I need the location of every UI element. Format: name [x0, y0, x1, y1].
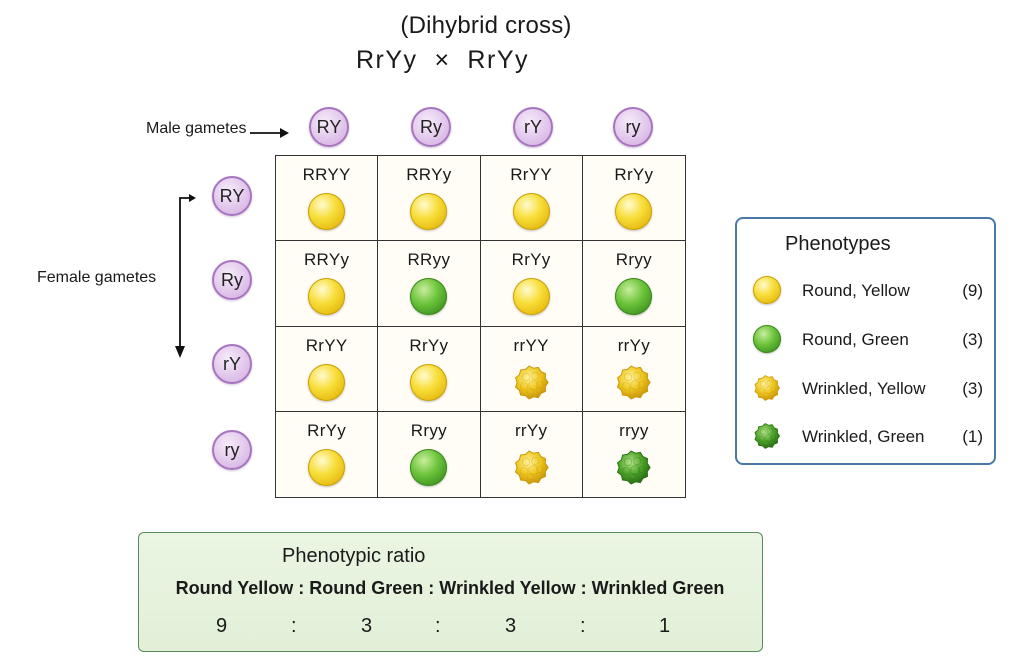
male-gamete-circle: Ry [411, 107, 451, 147]
punnett-cell: RRYy [276, 241, 379, 327]
wrinkled-yellow-pea-icon [513, 449, 550, 486]
round-yellow-pea-icon [753, 276, 781, 304]
wrinkled-green-pea-icon [615, 449, 652, 486]
legend-title: Phenotypes [785, 233, 891, 255]
ratio-separator: : [580, 615, 586, 637]
round-green-pea-icon [410, 278, 448, 316]
punnett-cell: RrYy [276, 411, 379, 497]
genotype-label: RrYy [614, 165, 654, 184]
genotype-label: rrYy [514, 420, 548, 440]
round-yellow-pea-icon [308, 448, 346, 486]
legend-item: Wrinkled, Green (1) [753, 422, 983, 452]
punnett-cell: Rryy [378, 411, 481, 497]
female-gamete-circle: ry [212, 430, 252, 470]
round-yellow-pea-icon [410, 363, 448, 401]
female-gamete-circle: Ry [212, 260, 252, 300]
legend-item: Round, Yellow (9) [753, 276, 983, 306]
genotype-label: rrYy [617, 335, 651, 355]
ratio-separator: : [291, 615, 297, 637]
female-gametes-label: Female gametes [37, 269, 157, 286]
phenotypic-ratio-box: Phenotypic ratio Round Yellow : Round Gr… [138, 532, 763, 652]
legend-item-count: (3) [962, 330, 983, 349]
punnett-cell: rryy [582, 411, 685, 497]
punnett-cell: RrYY [276, 326, 379, 412]
wrinkled-yellow-pea-icon [753, 374, 781, 402]
genotype-label: Rryy [410, 420, 447, 440]
genotype-label: RRYy [406, 165, 452, 184]
legend-item-label: Wrinkled, Green [802, 427, 925, 446]
wrinkled-green-pea-icon [753, 422, 781, 450]
punnett-cell: rrYy [480, 411, 583, 497]
legend-item-count: (1) [962, 427, 983, 446]
punnett-cell: RrYy [582, 156, 685, 242]
genotype-label: RrYY [510, 165, 553, 184]
male-gametes-label: Male gametes [146, 120, 247, 137]
down-arrow-icon [175, 194, 196, 358]
genotype-label: RrYy [409, 335, 449, 355]
genotype-label: RrYy [511, 250, 551, 270]
male-gamete-circle: rY [513, 107, 553, 147]
ratio-value: 1 [659, 615, 671, 637]
phenotype-legend: Phenotypes Round, Yellow (9) Round, Gree… [735, 217, 996, 465]
punnett-cell: RrYY [480, 156, 583, 242]
punnett-cell: Rryy [582, 241, 685, 327]
genotype-label: RRYy [303, 250, 350, 270]
diagram-title: (Dihybrid cross) [400, 12, 572, 39]
wrinkled-yellow-pea-icon [513, 364, 550, 401]
ratio-value: 9 [216, 615, 228, 637]
punnett-cell: RrYy [480, 241, 583, 327]
genotype-label: RRYY [302, 165, 351, 184]
punnett-cell: RRYY [276, 156, 379, 242]
genotype-label: rryy [619, 420, 649, 440]
ratio-value: 3 [361, 615, 373, 637]
round-yellow-pea-icon [410, 193, 448, 230]
round-yellow-pea-icon [308, 363, 346, 401]
ratio-value: 3 [505, 615, 517, 637]
punnett-cell: rrYy [582, 326, 685, 412]
round-yellow-pea-icon [512, 278, 550, 316]
punnett-cell: RRYy [378, 156, 481, 242]
round-yellow-pea-icon [615, 193, 653, 230]
round-yellow-pea-icon [308, 278, 346, 316]
legend-item: Round, Green (3) [753, 325, 983, 355]
female-gamete-circle: rY [212, 344, 252, 384]
male-gamete-circle: RY [309, 107, 349, 147]
punnett-cell: rrYY [480, 326, 583, 412]
round-yellow-pea-icon [308, 193, 346, 230]
genotype-label: RrYy [307, 420, 347, 440]
punnett-cell: RrYy [378, 326, 481, 412]
round-green-pea-icon [615, 278, 653, 316]
round-green-pea-icon [753, 325, 781, 353]
genotype-label: RrYY [305, 335, 348, 355]
cross-notation: RrYy × RrYy [356, 46, 529, 74]
genotype-label: RRyy [407, 250, 451, 270]
legend-item-count: (3) [962, 379, 983, 398]
legend-item-label: Round, Yellow [802, 281, 910, 300]
punnett-cell: RRyy [378, 241, 481, 327]
round-yellow-pea-icon [512, 193, 550, 230]
male-gamete-circle: ry [613, 107, 653, 147]
round-green-pea-icon [410, 448, 448, 486]
ratio-title: Phenotypic ratio [282, 545, 426, 567]
right-arrow-icon [250, 128, 289, 138]
ratio-separator: : [435, 615, 441, 637]
female-gamete-circle: RY [212, 176, 252, 216]
genotype-label: rrYY [513, 335, 549, 355]
ratio-formula: Round Yellow : Round Green : Wrinkled Ye… [175, 578, 725, 598]
legend-item-count: (9) [962, 281, 983, 300]
legend-item: Wrinkled, Yellow (3) [753, 374, 983, 404]
legend-item-label: Wrinkled, Yellow [802, 379, 926, 398]
wrinkled-yellow-pea-icon [615, 364, 652, 401]
legend-item-label: Round, Green [802, 330, 909, 349]
genotype-label: Rryy [615, 250, 652, 270]
